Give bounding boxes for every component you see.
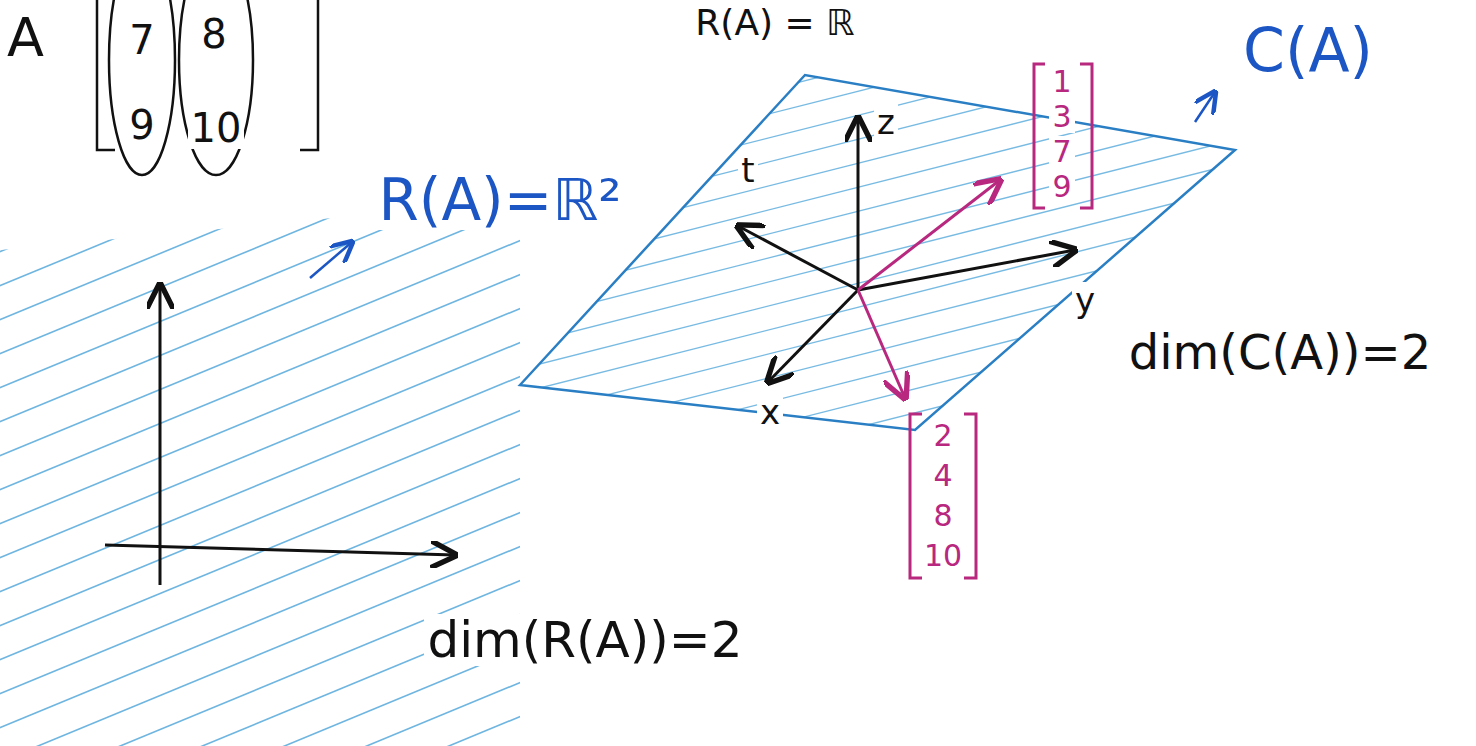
plane-hatching xyxy=(500,0,1250,614)
axis-label: y xyxy=(1072,282,1098,318)
leader-arrow xyxy=(310,92,1215,278)
axis-label: t xyxy=(738,152,757,188)
matrix-bracket xyxy=(97,0,318,175)
vector-entry: 7 xyxy=(1049,136,1074,168)
vector-entry: 10 xyxy=(921,540,965,572)
matrix-entry: 7 xyxy=(126,19,157,61)
vector-entry: 3 xyxy=(1049,101,1074,133)
space-label: C(A) xyxy=(1240,19,1376,81)
matrix-entry: 8 xyxy=(198,13,229,55)
vector-entry: 9 xyxy=(1049,171,1074,203)
column-vector xyxy=(858,64,1092,578)
vector-entry: 8 xyxy=(930,500,955,532)
dimension-label: dim(R(A))=2 xyxy=(424,614,745,666)
axes xyxy=(105,118,1075,585)
heading-equation: R(A) = ℝ xyxy=(692,4,857,42)
vector-entry: 1 xyxy=(1049,66,1074,98)
dimension-label: dim(C(A))=2 xyxy=(1126,327,1435,377)
space-label: R(A)=ℝ² xyxy=(375,170,624,230)
axis-label: z xyxy=(874,104,898,140)
vector-entry: 2 xyxy=(930,420,955,452)
matrix-name: A xyxy=(4,10,47,66)
axis-label: x xyxy=(757,394,783,430)
vector-entry: 4 xyxy=(930,460,955,492)
matrix-entry: 10 xyxy=(188,107,245,149)
matrix-entry: 9 xyxy=(126,104,157,146)
